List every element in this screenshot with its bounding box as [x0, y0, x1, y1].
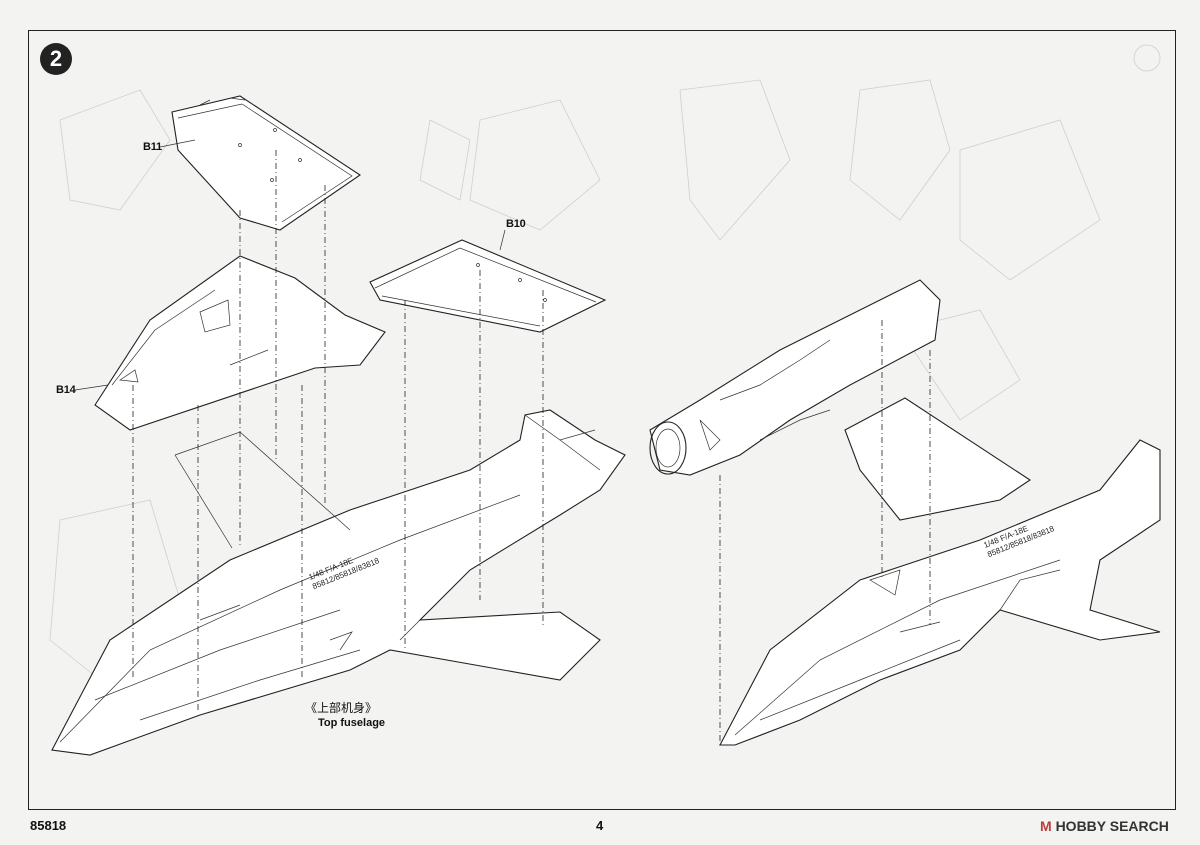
watermark-text: HOBBY SEARCH: [1055, 818, 1169, 834]
cockpit-section-drawing: [649, 279, 941, 476]
assembly-caption-chinese: 《上部机身》: [305, 701, 378, 715]
step-number-badge: 2: [40, 43, 72, 75]
part-label-b10: B10: [506, 218, 526, 230]
kit-number: 85818: [30, 818, 67, 833]
part-b11-drawing: [171, 95, 361, 231]
fuselage-drawing-left: [51, 409, 626, 756]
leader-lines: [74, 139, 506, 391]
fuselage-drawing-right: [719, 397, 1161, 746]
assembly-caption-english: Top fuselage: [318, 717, 386, 729]
hobby-search-watermark: M HOBBY SEARCH: [1040, 818, 1169, 834]
watermark-logo-icon: M: [1040, 818, 1052, 834]
part-label-b14: B14: [56, 384, 76, 396]
page-number: 4: [596, 818, 604, 833]
page-border: [28, 30, 1176, 810]
part-b10-drawing: [369, 239, 607, 333]
alignment-lines: [132, 150, 931, 745]
part-label-b11: B11: [143, 141, 162, 153]
